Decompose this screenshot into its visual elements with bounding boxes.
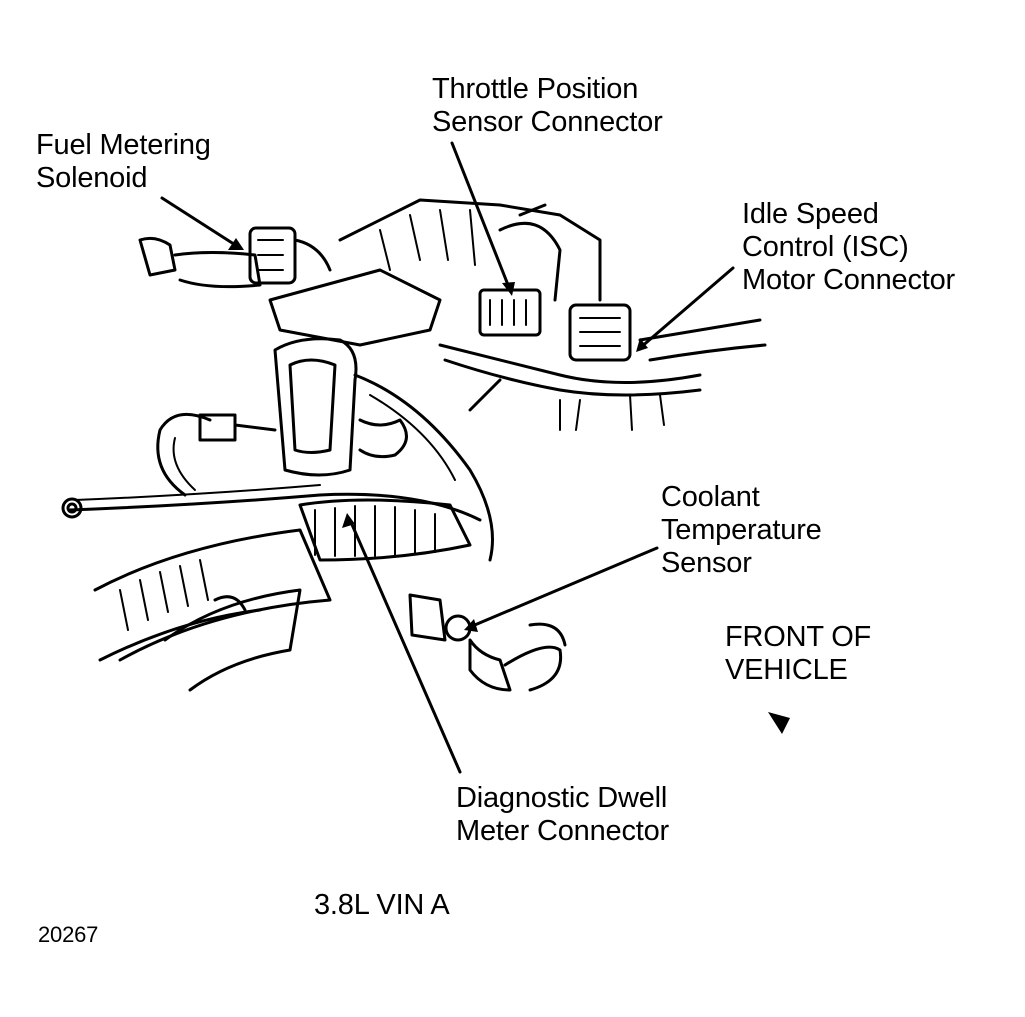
label-diagnostic: Diagnostic Dwell Meter Connector bbox=[456, 782, 669, 848]
label-line: FRONT OF bbox=[725, 621, 872, 653]
throttle-body bbox=[268, 268, 494, 562]
label-fuel-metering: Fuel Metering Solenoid bbox=[36, 129, 211, 195]
wire-harness bbox=[61, 484, 482, 562]
lower-hoses bbox=[93, 528, 332, 692]
arrowheads bbox=[228, 238, 648, 632]
coolant-sensor-part bbox=[408, 593, 567, 692]
fuel-metering-solenoid-part bbox=[138, 226, 332, 289]
label-line: Idle Speed bbox=[742, 198, 879, 230]
label-line: Coolant bbox=[661, 481, 760, 513]
label-line: Fuel Metering bbox=[36, 129, 211, 161]
label-line: Motor Connector bbox=[742, 264, 955, 296]
leader-throttle-position bbox=[450, 141, 512, 292]
label-line: Diagnostic Dwell bbox=[456, 782, 668, 814]
label-line: Solenoid bbox=[36, 162, 148, 194]
leader-idle-speed bbox=[638, 266, 735, 350]
label-line: VEHICLE bbox=[725, 654, 848, 686]
label-coolant: Coolant Temperature Sensor bbox=[661, 481, 822, 580]
vacuum-line-loop bbox=[156, 412, 277, 497]
upper-engine-block bbox=[338, 198, 602, 302]
callout-leaders bbox=[160, 141, 735, 774]
engine-caption-text: 3.8L VIN A bbox=[314, 889, 450, 921]
label-line: Throttle Position bbox=[432, 73, 639, 105]
front-arrow-icon bbox=[768, 712, 790, 734]
label-line: Sensor Connector bbox=[432, 106, 663, 138]
label-line: Sensor bbox=[661, 547, 752, 579]
label-line: Temperature bbox=[661, 514, 822, 546]
label-front-of-vehicle: FRONT OF VEHICLE bbox=[725, 621, 871, 687]
label-throttle-position: Throttle Position Sensor Connector bbox=[432, 73, 663, 139]
label-idle-speed: Idle Speed Control (ISC) Motor Connector bbox=[742, 198, 955, 297]
leader-coolant bbox=[468, 546, 659, 629]
label-line: Control (ISC) bbox=[742, 231, 909, 263]
isc-connector-part bbox=[559, 303, 767, 431]
leader-diagnostic bbox=[348, 518, 462, 774]
engine-caption: 3.8L VIN A bbox=[314, 889, 450, 922]
figure-number-text: 20267 bbox=[38, 922, 99, 947]
leader-fuel-metering bbox=[160, 196, 242, 250]
label-line: Meter Connector bbox=[456, 815, 669, 847]
figure-number: 20267 bbox=[38, 922, 98, 948]
